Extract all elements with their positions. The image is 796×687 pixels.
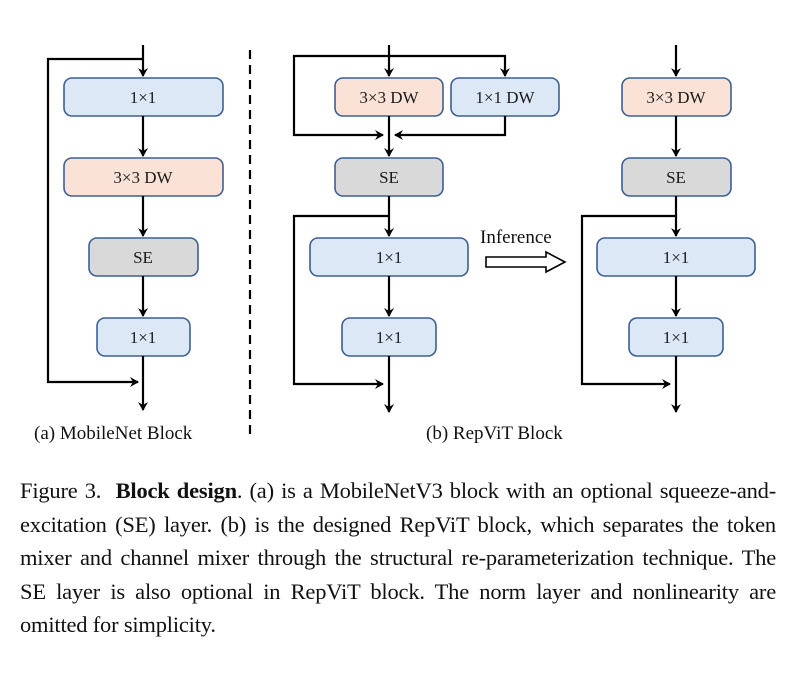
hollow-arrow-icon (485, 250, 567, 274)
dw-3x3-label: 3×3 DW (359, 88, 419, 107)
conv-1x1-expand-label: 1×1 (130, 88, 157, 107)
se-label: SE (666, 168, 686, 187)
conv-1x1-project-label: 1×1 (663, 328, 690, 347)
panel-b-training-block: 3×3 DW 1×1 DW SE 1×1 1×1 (292, 45, 560, 413)
dw-1x1-label: 1×1 DW (475, 88, 535, 107)
dw-3x3-label: 3×3 DW (113, 168, 173, 187)
block-design-diagram: 1×1 3×3 DW SE 1×1 (a) MobileNet Block 3×… (34, 45, 756, 444)
identity-branch (292, 54, 389, 140)
branch-1x1dw (389, 54, 510, 77)
inference-transition: Inference (480, 227, 567, 274)
figure-caption: Figure 3. Block design. (a) is a MobileN… (20, 474, 776, 642)
panel-a-mobilenet-block: 1×1 3×3 DW SE 1×1 (a) MobileNet Block (34, 45, 224, 444)
caption-body: . (a) is a MobileNetV3 block with an opt… (20, 478, 776, 637)
panel-b-inference-block: 3×3 DW SE 1×1 1×1 (580, 45, 756, 413)
conv-1x1-expand-label: 1×1 (663, 248, 690, 267)
se-label: SE (379, 168, 399, 187)
merge-1x1dw (394, 116, 507, 140)
dw-3x3-label: 3×3 DW (646, 88, 706, 107)
figure-number: Figure 3. (20, 478, 102, 503)
inference-label: Inference (480, 227, 552, 248)
conv-1x1-expand-label: 1×1 (376, 248, 403, 267)
se-label: SE (133, 248, 153, 267)
conv-1x1-project-label: 1×1 (376, 328, 403, 347)
residual-connection (46, 57, 143, 387)
residual-connection (292, 214, 389, 389)
residual-connection (580, 214, 676, 389)
conv-1x1-project-label: 1×1 (130, 328, 157, 347)
panel-a-label: (a) MobileNet Block (34, 423, 193, 444)
caption-title: Block design (115, 478, 237, 503)
panel-b-label: (b) RepViT Block (426, 423, 563, 444)
